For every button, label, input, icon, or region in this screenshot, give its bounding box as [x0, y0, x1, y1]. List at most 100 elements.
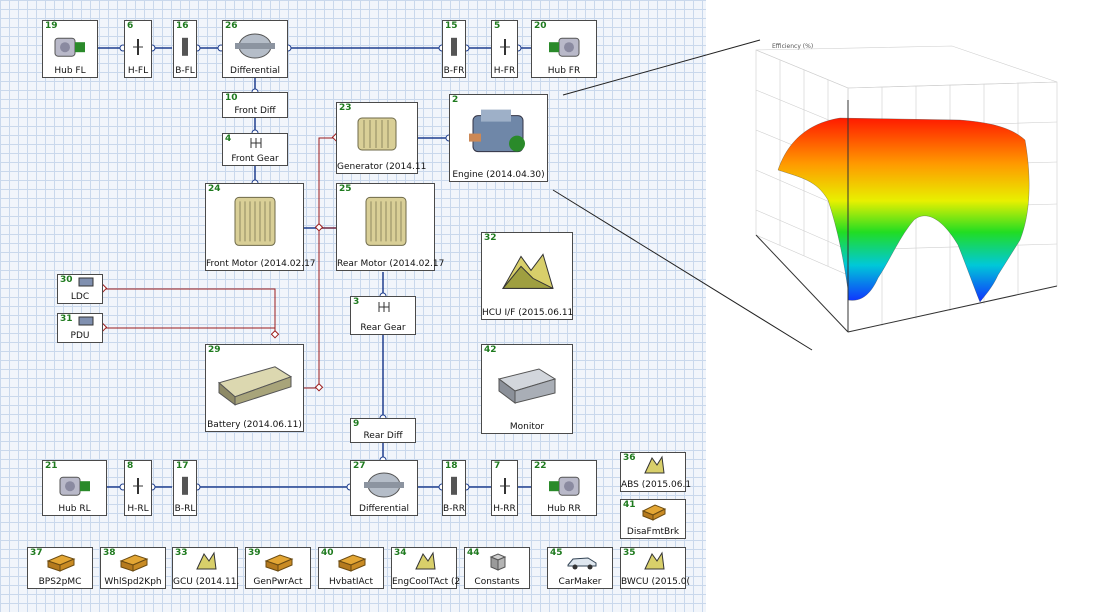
block-label: ABS (2015.06.1 — [621, 480, 692, 490]
h-fl-block[interactable]: 6 H-FL — [124, 20, 152, 78]
gcu-block[interactable]: 33 GCU (2014.11. — [172, 547, 239, 589]
block-label: Rear Motor (2014.02.17 — [337, 259, 445, 269]
block-number: 41 — [623, 500, 636, 510]
wheel-hub-icon — [549, 476, 580, 496]
whlspd2kph-block[interactable]: 38 WhlSpd2Kph — [100, 547, 166, 589]
hvbatiact-block[interactable]: 40 HvbatIAct — [318, 547, 384, 589]
block-number: 20 — [534, 21, 547, 31]
rear-diff-block[interactable]: 9 Rear Diff — [350, 418, 416, 443]
block-label: B-FR — [443, 66, 465, 76]
hub-rl-block[interactable]: 21 Hub RL — [42, 460, 107, 516]
block-label: Differential — [230, 66, 280, 76]
front-diff-block[interactable]: 10 Front Diff — [222, 92, 288, 118]
rear-differential-block[interactable]: 27 Differential — [350, 460, 418, 516]
block-number: 33 — [175, 548, 188, 558]
ldc-block[interactable]: 30 LDC — [57, 274, 103, 304]
disa-fmt-brk-block[interactable]: 41 DisaFmtBrk — [620, 499, 686, 539]
block-label: B-FL — [175, 66, 195, 76]
block-number: 19 — [45, 21, 58, 31]
engcooltact-block[interactable]: 34 EngCoolTAct (2 — [391, 547, 461, 589]
block-number: 10 — [225, 93, 238, 103]
abs-block[interactable]: 36 ABS (2015.06.1 — [620, 452, 692, 492]
block-label: LDC — [70, 292, 90, 302]
block-number: 34 — [394, 548, 407, 558]
front-differential-block[interactable]: 26 Differential — [222, 20, 288, 78]
block-number: 36 — [623, 453, 636, 463]
block-number: 7 — [494, 461, 501, 471]
block-label: B-RR — [443, 504, 465, 514]
brake-icon — [451, 476, 457, 495]
monitor-block[interactable]: 42 Monitor — [481, 344, 573, 434]
h-fr-block[interactable]: 5 H-FR — [491, 20, 518, 78]
block-number: 24 — [208, 184, 221, 194]
generator-block[interactable]: 23 Generator (2014.11 — [336, 102, 427, 174]
block-number: 18 — [445, 461, 458, 471]
b-rl-block[interactable]: 17 B-RL — [173, 460, 197, 516]
block-label: Generator (2014.11 — [337, 162, 427, 172]
plot-axes — [755, 100, 1058, 333]
wheel-hub-icon — [59, 476, 90, 496]
b-fr-block[interactable]: 15 B-FR — [442, 20, 466, 78]
block-number: 4 — [225, 134, 232, 144]
hcu-if-block[interactable]: 32 HCU I/F (2015.06.11 — [481, 232, 573, 320]
model-canvas[interactable]: 19 Hub FL 6 H-FL 16 B-FL 26 Differential… — [0, 0, 706, 612]
block-number: 42 — [484, 345, 497, 355]
block-label: WhlSpd2Kph — [104, 577, 162, 587]
block-number: 5 — [494, 21, 501, 31]
differential-icon — [235, 33, 275, 59]
pdu-block[interactable]: 31 PDU — [57, 313, 103, 343]
lookup-map-icon — [644, 551, 665, 570]
b-fl-block[interactable]: 16 B-FL — [173, 20, 197, 78]
block-label: Constants — [474, 577, 520, 587]
genpwract-block[interactable]: 39 GenPwrAct — [245, 547, 311, 589]
efficiency-surface-plot: Efficiency (%) — [755, 43, 1058, 333]
front-motor-block[interactable]: 24 Front Motor (2014.02.17 — [205, 183, 316, 271]
engine-block[interactable]: 2 Engine (2014.04.30) — [449, 94, 548, 182]
block-number: 2 — [452, 95, 459, 105]
block-label: Hub FL — [54, 66, 86, 76]
carmaker-block[interactable]: 45 CarMaker — [547, 547, 613, 589]
block-number: 29 — [208, 345, 221, 355]
block-number: 22 — [534, 461, 547, 471]
shaft-icon — [133, 478, 143, 494]
car-icon — [567, 557, 597, 570]
gear-icon — [250, 138, 262, 148]
battery-block[interactable]: 29 Battery (2014.06.11) — [205, 344, 304, 432]
b-rr-block[interactable]: 18 B-RR — [442, 460, 466, 516]
lookup-map-icon — [644, 455, 665, 474]
block-number: 38 — [103, 548, 116, 558]
block-number: 44 — [467, 548, 480, 558]
block-number: 35 — [623, 548, 636, 558]
plot-axis-label: Efficiency (%) — [772, 43, 813, 50]
block-number: 9 — [353, 419, 360, 429]
block-label: Differential — [359, 504, 409, 514]
power-unit-icon — [78, 316, 94, 326]
bps2pmc-block[interactable]: 37 BPS2pMC — [27, 547, 93, 589]
constants-block[interactable]: 44 Constants — [464, 547, 530, 589]
h-rl-block[interactable]: 8 H-RL — [124, 460, 152, 516]
block-label: GenPwrAct — [253, 577, 303, 587]
block-label: HvbatIAct — [329, 577, 373, 587]
hub-fr-block[interactable]: 20 Hub FR — [531, 20, 597, 78]
block-label: H-RL — [127, 504, 149, 514]
block-label: Rear Gear — [360, 323, 406, 333]
block-label: Battery (2014.06.11) — [207, 420, 302, 430]
bwcu-block[interactable]: 35 BWCU (2015.0( — [620, 547, 690, 589]
h-rr-block[interactable]: 7 H-RR — [491, 460, 518, 516]
rear-motor-block[interactable]: 25 Rear Motor (2014.02.17 — [336, 183, 445, 271]
block-label: EngCoolTAct (2 — [392, 577, 461, 587]
hub-fl-block[interactable]: 19 Hub FL — [42, 20, 98, 78]
block-label: Monitor — [509, 422, 545, 432]
battery-pack-icon — [217, 366, 292, 406]
constant-cube-icon — [489, 553, 507, 571]
hub-rr-block[interactable]: 22 Hub RR — [531, 460, 597, 516]
block-label: Front Motor (2014.02.17 — [206, 259, 316, 269]
brake-icon — [182, 476, 188, 495]
block-number: 26 — [225, 21, 238, 31]
block-number: 40 — [321, 548, 334, 558]
front-gear-block[interactable]: 4 Front Gear — [222, 133, 288, 166]
efficiency-surface — [777, 117, 1030, 303]
block-label: Front Diff — [234, 106, 276, 116]
rear-gear-block[interactable]: 3 Rear Gear — [350, 296, 416, 335]
